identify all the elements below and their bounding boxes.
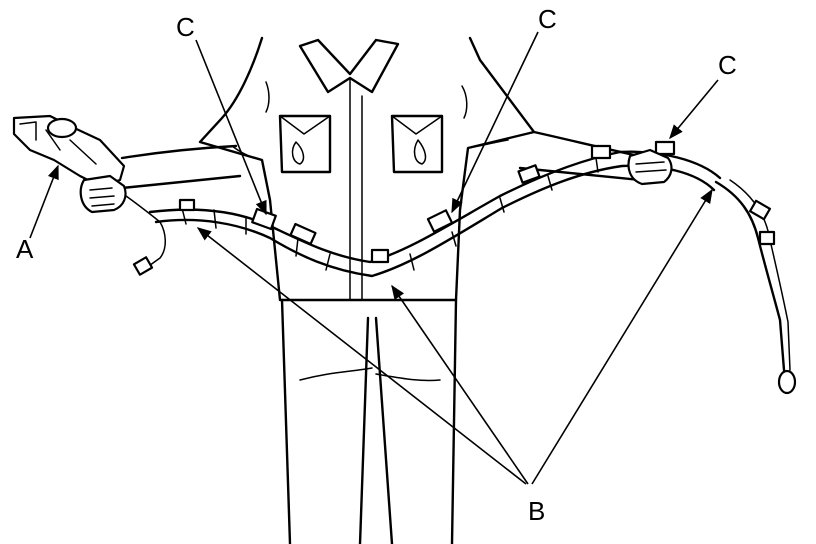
leader-a — [29, 164, 59, 239]
clip-8 — [654, 140, 676, 156]
shirt-placket — [349, 79, 363, 301]
tail-eyelet — [777, 369, 797, 395]
callout-c-left: C — [176, 12, 195, 42]
leader-c-3 — [669, 79, 719, 140]
inflator-assembly — [12, 114, 166, 276]
left-sleeve — [231, 145, 263, 161]
callout-a: A — [16, 234, 34, 264]
leader-c-1 — [195, 39, 267, 216]
curtain-airbag-harness — [148, 140, 797, 395]
right-hand — [627, 148, 673, 186]
shirt-collar — [298, 38, 400, 94]
trousers — [280, 298, 458, 544]
left-pocket — [278, 114, 332, 174]
leader-lines — [29, 31, 719, 485]
leader-b-3 — [531, 188, 713, 485]
tail-strap — [714, 180, 786, 372]
leader-b-2 — [391, 284, 529, 485]
clip-6 — [517, 164, 541, 184]
right-sleeve — [467, 139, 509, 149]
clip-4 — [370, 248, 390, 264]
clip-3 — [289, 222, 317, 246]
callout-b: B — [528, 496, 545, 526]
leader-b-1 — [196, 227, 527, 485]
left-hand — [79, 174, 127, 214]
right-pocket — [390, 114, 444, 174]
left-forearm — [120, 144, 242, 190]
callout-c-middle: C — [538, 4, 557, 34]
clip-7 — [590, 144, 612, 160]
technician-figure — [120, 36, 650, 544]
clip-1 — [178, 198, 196, 212]
callout-c-right: C — [718, 50, 737, 80]
leader-c-2 — [451, 31, 539, 214]
clip-5 — [426, 209, 454, 233]
